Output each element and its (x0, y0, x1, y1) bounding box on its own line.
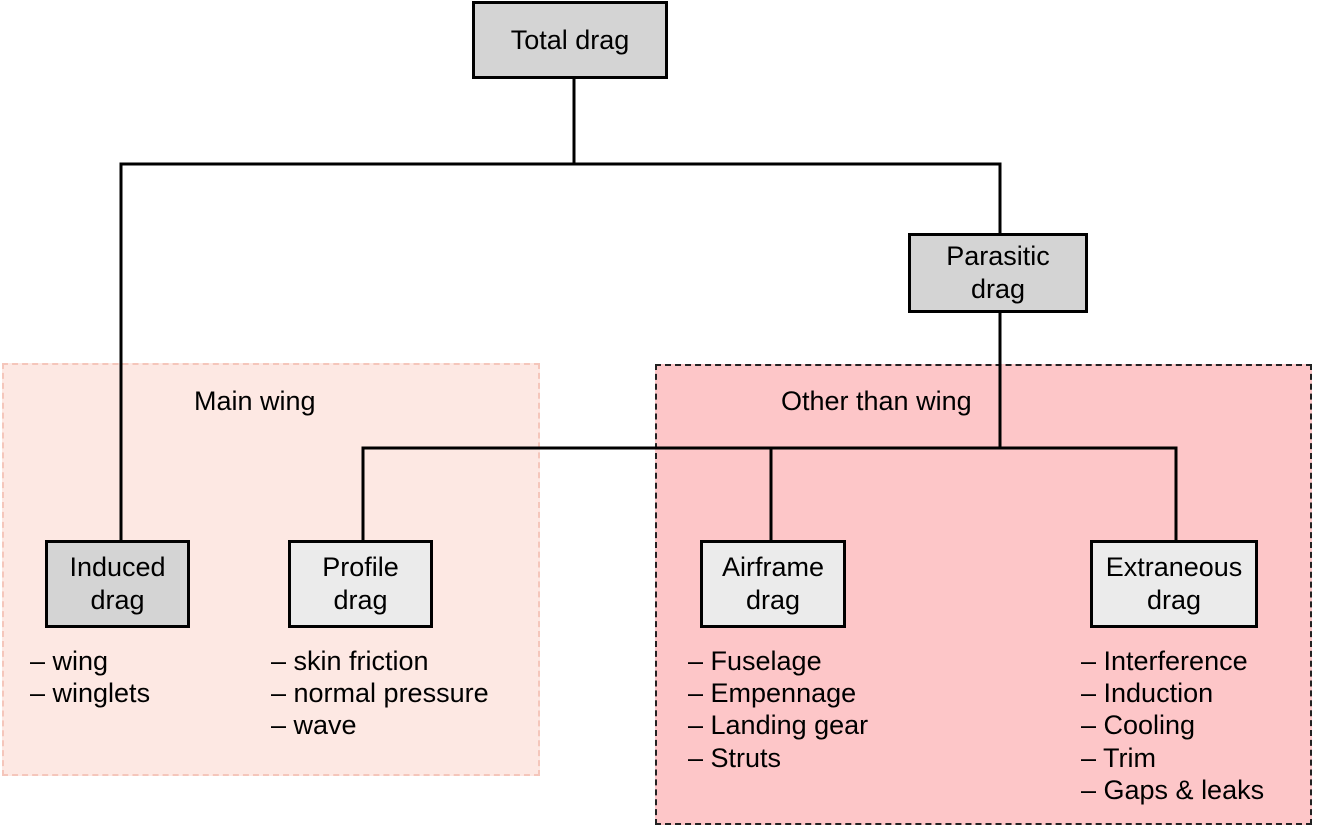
parasitic-drag-label-line1: Parasitic (946, 241, 1050, 271)
profile-drag-label-line2: drag (333, 585, 388, 615)
list-item: – skin friction (271, 646, 429, 676)
induced-drag-label-line2: drag (90, 585, 145, 615)
airframe-drag-node: Airframe drag (700, 540, 846, 628)
other-than-wing-label: Other than wing (781, 386, 972, 416)
induced-drag-node: Induced drag (45, 540, 190, 628)
list-item: – Cooling (1081, 710, 1196, 741)
profile-drag-label-line1: Profile (322, 552, 399, 582)
extraneous-drag-node: Extraneous drag (1090, 540, 1258, 628)
list-item: – Struts (688, 742, 782, 773)
list-item: – Gaps & leaks (1081, 774, 1265, 805)
parasitic-drag-label-line2: drag (970, 274, 1026, 304)
list-item: – Induction (1081, 678, 1214, 709)
list-item: – Interference (1081, 646, 1248, 676)
list-item: – normal pressure (271, 678, 489, 709)
extraneous-drag-label-line2: drag (1146, 585, 1202, 615)
profile-drag-node: Profile drag (288, 540, 433, 628)
list-item: – Trim (1081, 742, 1157, 773)
main-wing-label: Main wing (194, 386, 316, 416)
list-item: – Fuselage (688, 646, 822, 676)
list-item: – wing (30, 646, 109, 676)
profile-drag-items: – skin friction – normal pressure – wave (271, 645, 489, 742)
extraneous-drag-items: – Interference – Induction – Cooling – T… (1081, 645, 1264, 806)
induced-drag-items: – wing – winglets (30, 645, 150, 709)
airframe-drag-label-line2: drag (745, 585, 801, 615)
list-item: – winglets (30, 678, 151, 709)
extraneous-drag-label-line1: Extraneous (1105, 552, 1243, 582)
airframe-drag-items: – Fuselage – Empennage – Landing gear – … (688, 645, 868, 774)
induced-drag-label-line1: Induced (69, 552, 166, 582)
list-item: – Empennage (688, 678, 857, 709)
airframe-drag-label-line1: Airframe (721, 552, 824, 582)
total-drag-node: Total drag (472, 1, 668, 79)
list-item: – wave (271, 710, 357, 741)
total-drag-label: Total drag (510, 24, 630, 55)
list-item: – Landing gear (688, 710, 869, 741)
parasitic-drag-node: Parasitic drag (908, 233, 1088, 313)
